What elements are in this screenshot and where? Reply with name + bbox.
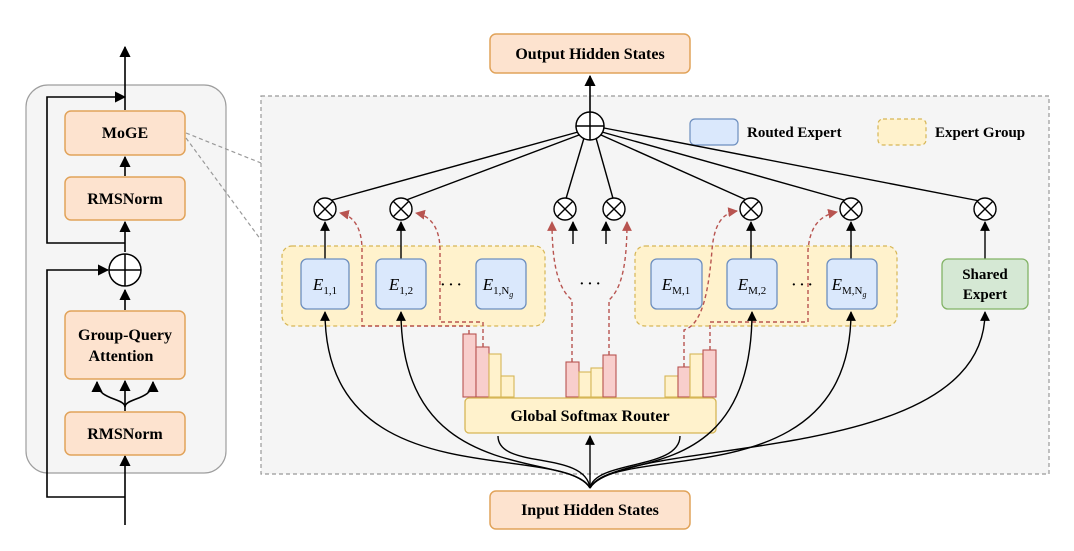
multiply-node xyxy=(313,197,337,221)
residual-connection-1 xyxy=(46,264,125,498)
routed-expert-e12: E1,2 xyxy=(375,258,427,310)
multiply-node xyxy=(602,197,626,221)
group1-ellipsis: · · · xyxy=(440,278,461,293)
multiply-node xyxy=(973,197,997,221)
input-hidden-states-box: Input Hidden States xyxy=(489,490,691,530)
multiply-node xyxy=(553,197,577,221)
routed-expert-emng: EM,Ng xyxy=(826,258,878,310)
legend-expert-group-label: Expert Group xyxy=(935,125,1025,141)
add-node-left xyxy=(108,253,142,287)
legend-expert-group-swatch xyxy=(877,118,927,146)
rmsnorm-bottom-box: RMSNorm xyxy=(64,411,186,456)
legend: Routed Expert Expert Group xyxy=(689,118,1025,146)
residual-connection-2 xyxy=(46,91,127,244)
rmsnorm-bottom-label: RMSNorm xyxy=(87,426,163,443)
shared-expert-box: Shared Expert xyxy=(941,258,1029,310)
router-score-bars xyxy=(462,333,717,398)
sum-node xyxy=(575,111,605,141)
legend-routed-expert-swatch xyxy=(689,118,739,146)
svg-text:EM,Ng: EM,Ng xyxy=(831,275,867,299)
aggregation-lines xyxy=(324,127,986,203)
gating-weight-arrows xyxy=(339,207,838,367)
gqa-label-line1: Group-Query xyxy=(78,327,172,344)
svg-text:E1,Ng: E1,Ng xyxy=(482,275,514,299)
router-label: Global Softmax Router xyxy=(510,408,669,425)
routed-expert-e1ng: E1,Ng xyxy=(475,258,527,310)
zoom-line-bottom xyxy=(185,137,262,241)
groupm-ellipsis: · · · xyxy=(791,278,812,293)
legend-routed-expert-label: Routed Expert xyxy=(747,125,842,141)
moge-label: MoGE xyxy=(102,125,148,142)
output-hidden-states-label: Output Hidden States xyxy=(515,46,664,63)
global-softmax-router-box: Global Softmax Router xyxy=(464,397,717,434)
expert-output-arrows xyxy=(320,221,990,259)
rmsnorm-top-box: RMSNorm xyxy=(64,176,186,221)
output-hidden-states-box: Output Hidden States xyxy=(489,33,691,74)
group-query-attention-box: Group-Query Attention xyxy=(64,310,186,380)
svg-text:E1,2: E1,2 xyxy=(388,275,413,297)
input-hidden-states-label: Input Hidden States xyxy=(521,502,659,519)
multiply-node xyxy=(389,197,413,221)
multiply-node xyxy=(839,197,863,221)
routed-expert-em1: EM,1 xyxy=(650,258,703,310)
routed-expert-e11: E1,1 xyxy=(300,258,350,310)
gqa-label-line2: Attention xyxy=(89,348,154,365)
svg-text:E1,1: E1,1 xyxy=(312,275,337,297)
rmsnorm-top-label: RMSNorm xyxy=(87,191,163,208)
multiply-nodes xyxy=(313,197,997,221)
qkv-arrow-left xyxy=(91,380,126,408)
groups-ellipsis: · · · xyxy=(579,277,600,292)
svg-text:EM,1: EM,1 xyxy=(661,275,690,297)
transformer-block: MoGE RMSNorm Group-Query Attention RMSNo… xyxy=(25,45,227,525)
svg-text:EM,2: EM,2 xyxy=(737,275,766,297)
shared-expert-line1: Shared xyxy=(962,267,1008,283)
qkv-arrow-right xyxy=(124,380,159,408)
input-distribution-arrows xyxy=(320,311,990,489)
multiply-node xyxy=(739,197,763,221)
moge-box: MoGE xyxy=(64,110,186,156)
shared-expert-line2: Expert xyxy=(963,287,1007,303)
routed-expert-em2: EM,2 xyxy=(726,258,778,310)
